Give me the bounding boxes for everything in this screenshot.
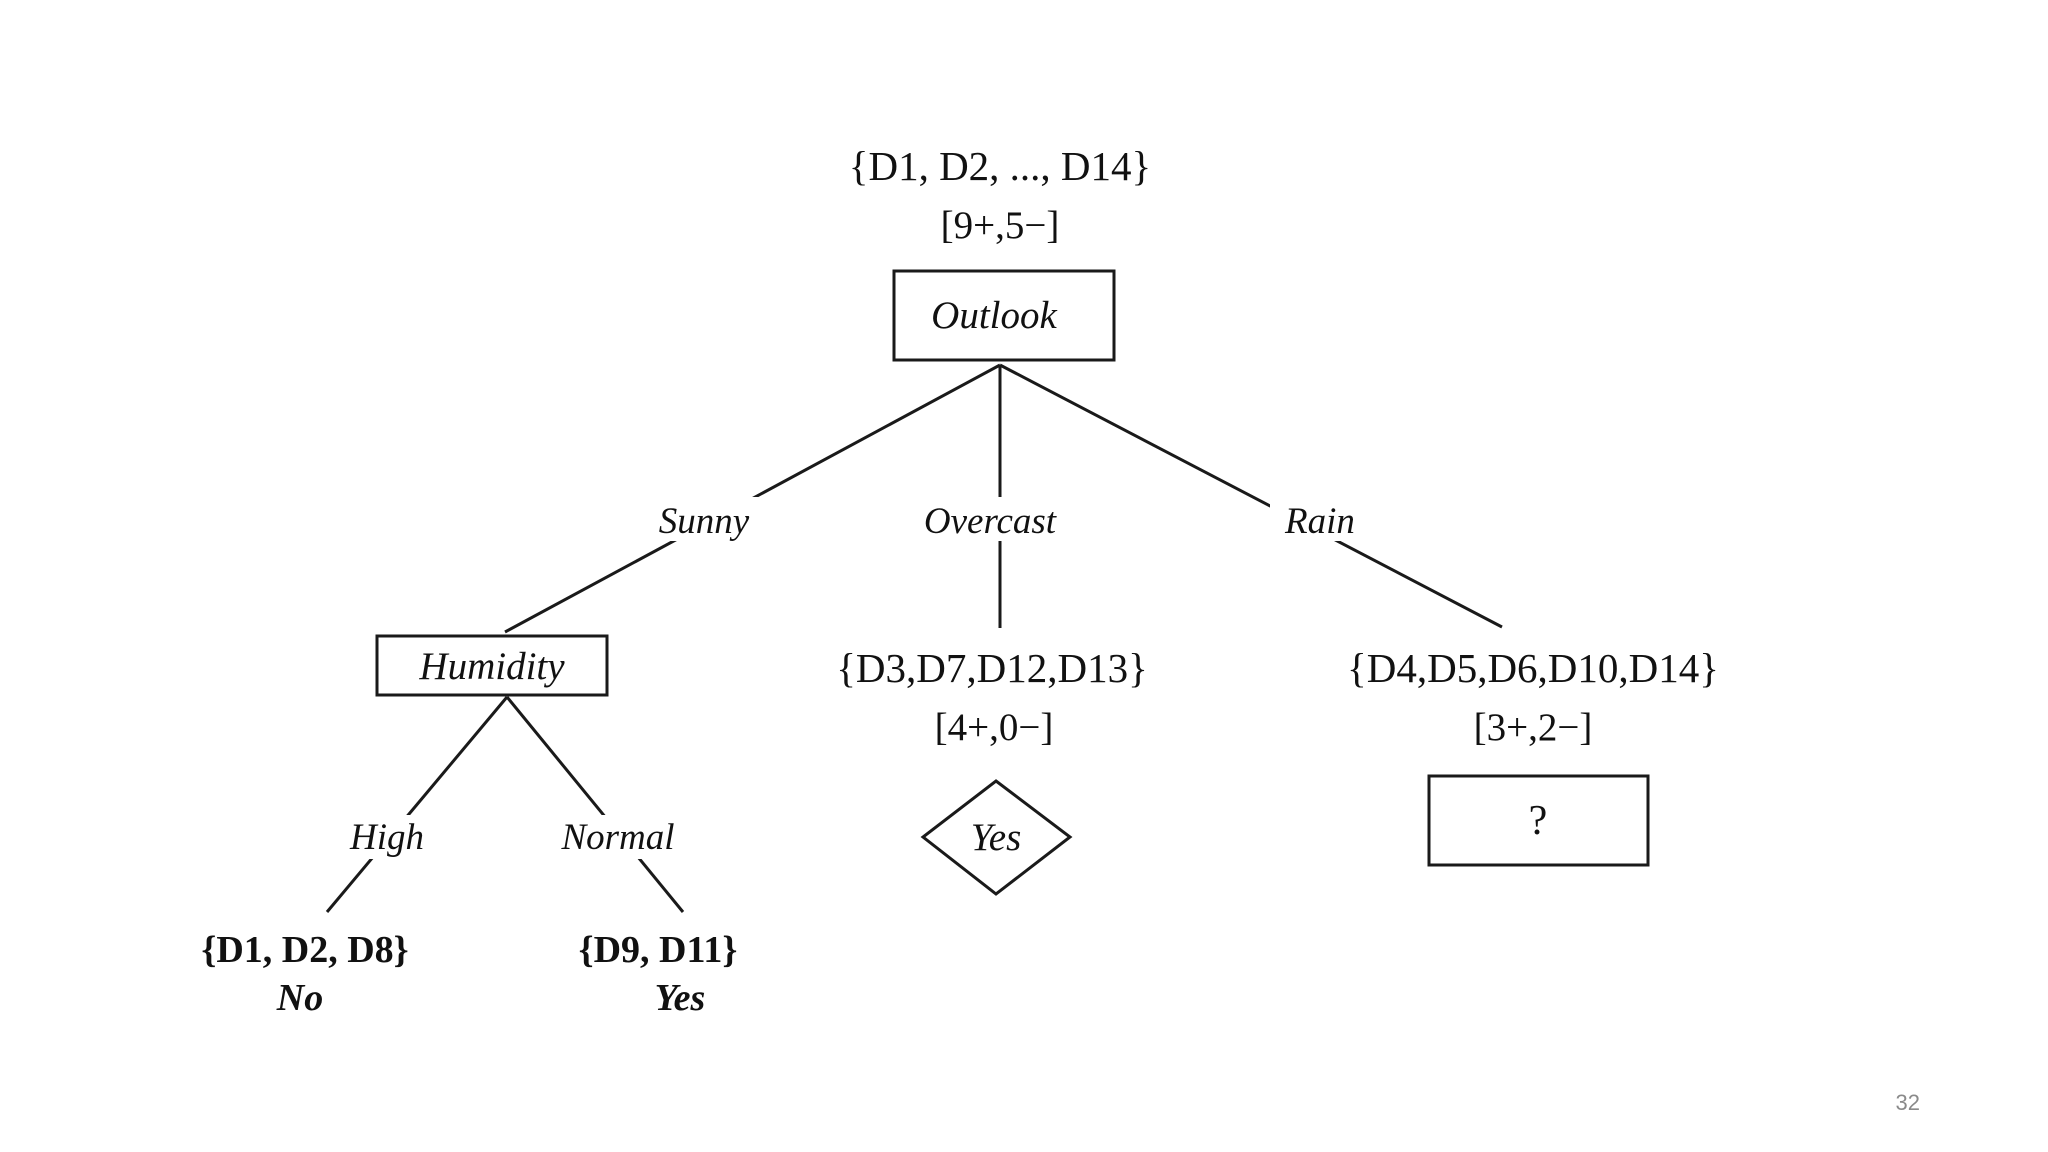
- yes-leaf-diamond: [920, 779, 1073, 896]
- outlook-node-box: [892, 269, 1116, 362]
- root-class-counts: [9+,5−]: [941, 204, 1060, 247]
- high-leaf-example-set: {D1, D2, D8}: [201, 929, 408, 971]
- rain-class-counts: [3+,2−]: [1474, 706, 1593, 749]
- high-leaf-class: No: [276, 977, 323, 1019]
- normal-leaf-class: Yes: [655, 977, 706, 1019]
- overcast-example-set: {D3,D7,D12,D13}: [836, 645, 1148, 691]
- normal-leaf-example-set: {D9, D11}: [579, 929, 738, 971]
- humidity-node-label: Humidity: [418, 645, 565, 688]
- outlook-node-label: Outlook: [931, 294, 1057, 337]
- branch-label-sunny: Sunny: [659, 501, 750, 542]
- edge-humidity-high: [325, 696, 509, 913]
- page-number: 32: [1895, 1090, 1920, 1115]
- edge-outlook-rain: [999, 363, 1503, 629]
- overcast-class-counts: [4+,0−]: [935, 706, 1054, 749]
- branch-label-overcast: Overcast: [924, 501, 1058, 542]
- branch-label-normal: Normal: [560, 817, 674, 858]
- branch-label-high: High: [349, 817, 424, 858]
- unknown-node-label: ?: [1529, 798, 1548, 844]
- overcast-leaf-class: Yes: [971, 816, 1022, 859]
- branch-label-rain: Rain: [1284, 501, 1355, 542]
- edge-humidity-normal: [505, 696, 685, 913]
- humidity-node-box: [375, 634, 609, 697]
- unknown-node-box: [1427, 774, 1650, 867]
- rain-example-set: {D4,D5,D6,D10,D14}: [1347, 645, 1719, 691]
- root-example-set: {D1, D2, ..., D14}: [849, 143, 1151, 189]
